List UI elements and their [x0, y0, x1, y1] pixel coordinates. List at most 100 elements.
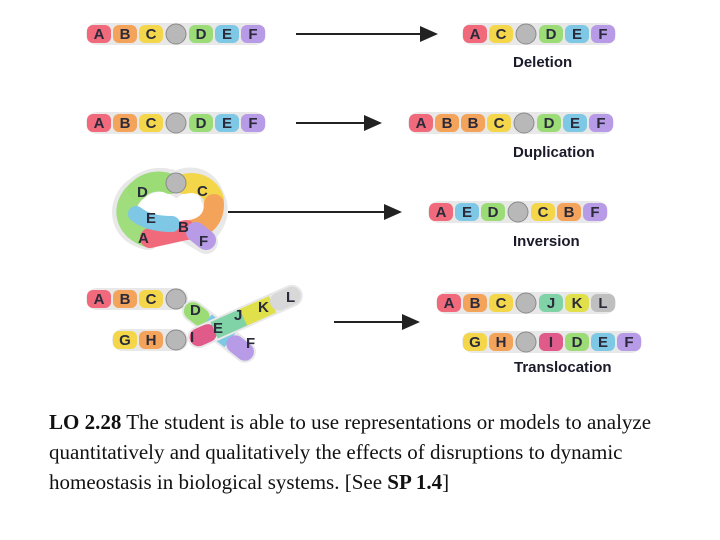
centromere — [515, 23, 537, 45]
gene-band-b — [113, 25, 137, 43]
gene-label-b: B — [120, 26, 131, 43]
gene-band-i — [539, 333, 563, 351]
translocation-before-chromosome-2-tail — [187, 284, 303, 349]
gene-label-c: C — [494, 115, 505, 132]
gene-band-e — [215, 25, 239, 43]
gene-band-b — [435, 114, 459, 132]
gene-band-c — [139, 114, 163, 132]
gene-band-a — [437, 294, 461, 312]
gene-band-c — [487, 114, 511, 132]
translocation-gene-l: L — [286, 289, 295, 306]
gene-band-d — [565, 333, 589, 351]
centromere — [507, 201, 529, 223]
gene-band-h — [139, 331, 163, 349]
gene-band-j — [539, 294, 563, 312]
gene-band-d — [539, 25, 563, 43]
centromere — [515, 331, 537, 353]
translocation-gene-j: J — [234, 307, 242, 324]
inversion-gene-f: F — [199, 233, 208, 250]
deletion-caption: Deletion — [513, 54, 572, 71]
gene-band-b — [557, 203, 581, 221]
duplication-caption: Duplication — [513, 144, 595, 161]
gene-band-g — [463, 333, 487, 351]
learning-objective: LO 2.28 The student is able to use repre… — [49, 407, 679, 497]
gene-label-f: F — [248, 26, 257, 43]
gene-band-k — [565, 294, 589, 312]
translocation-gene-e: E — [213, 320, 223, 337]
gene-label-a: A — [436, 204, 447, 221]
gene-label-a: A — [94, 291, 105, 308]
objective-text: The student is able to use representatio… — [49, 410, 652, 494]
gene-label-f: F — [596, 115, 605, 132]
gene-label-e: E — [462, 204, 472, 221]
gene-label-h: H — [146, 332, 157, 349]
gene-label-e: E — [222, 26, 232, 43]
gene-label-e: E — [572, 26, 582, 43]
gene-label-f: F — [598, 26, 607, 43]
centromere — [515, 292, 537, 314]
gene-band-c — [489, 294, 513, 312]
gene-label-d: D — [546, 26, 557, 43]
centromere — [165, 288, 187, 310]
gene-label-f: F — [590, 204, 599, 221]
inversion-loop-chromosome: D C E B A F — [112, 167, 228, 254]
gene-band-c — [139, 25, 163, 43]
inversion-gene-c: C — [197, 183, 208, 200]
objective-reference: SP 1.4 — [387, 470, 443, 494]
gene-band-g — [113, 331, 137, 349]
gene-label-b: B — [120, 291, 131, 308]
translocation-gene-i: I — [190, 329, 194, 346]
translocation-caption: Translocation — [514, 359, 612, 376]
gene-band-f — [241, 114, 265, 132]
gene-label-c: C — [538, 204, 549, 221]
gene-band-a — [87, 290, 111, 308]
gene-band-d — [537, 114, 561, 132]
gene-band-a — [87, 114, 111, 132]
objective-close: ] — [442, 470, 450, 494]
translocation-gene-d: D — [190, 302, 201, 319]
gene-label-c: C — [146, 291, 157, 308]
inversion-gene-b: B — [178, 219, 189, 236]
gene-label-d: D — [196, 115, 207, 132]
gene-band-a — [463, 25, 487, 43]
translocation-gene-k: K — [258, 299, 269, 316]
gene-band-e — [455, 203, 479, 221]
gene-label-b: B — [564, 204, 575, 221]
gene-band-d — [481, 203, 505, 221]
gene-band-c — [531, 203, 555, 221]
gene-label-j: J — [547, 295, 555, 312]
gene-band-c — [489, 25, 513, 43]
gene-band-c — [139, 290, 163, 308]
gene-label-f: F — [624, 334, 633, 351]
gene-label-d: D — [196, 26, 207, 43]
gene-band-a — [87, 25, 111, 43]
gene-label-e: E — [598, 334, 608, 351]
gene-label-a: A — [444, 295, 455, 312]
gene-band-f — [241, 25, 265, 43]
gene-label-g: G — [469, 334, 481, 351]
gene-band-f — [591, 25, 615, 43]
gene-label-b: B — [468, 115, 479, 132]
inversion-gene-e: E — [146, 210, 156, 227]
gene-label-g: G — [119, 332, 131, 349]
gene-label-c: C — [146, 115, 157, 132]
gene-label-c: C — [496, 26, 507, 43]
inversion-gene-d: D — [137, 184, 148, 201]
gene-label-l: L — [598, 295, 607, 312]
gene-label-b: B — [442, 115, 453, 132]
gene-label-i: I — [549, 334, 553, 351]
gene-band-e — [563, 114, 587, 132]
gene-label-d: D — [572, 334, 583, 351]
